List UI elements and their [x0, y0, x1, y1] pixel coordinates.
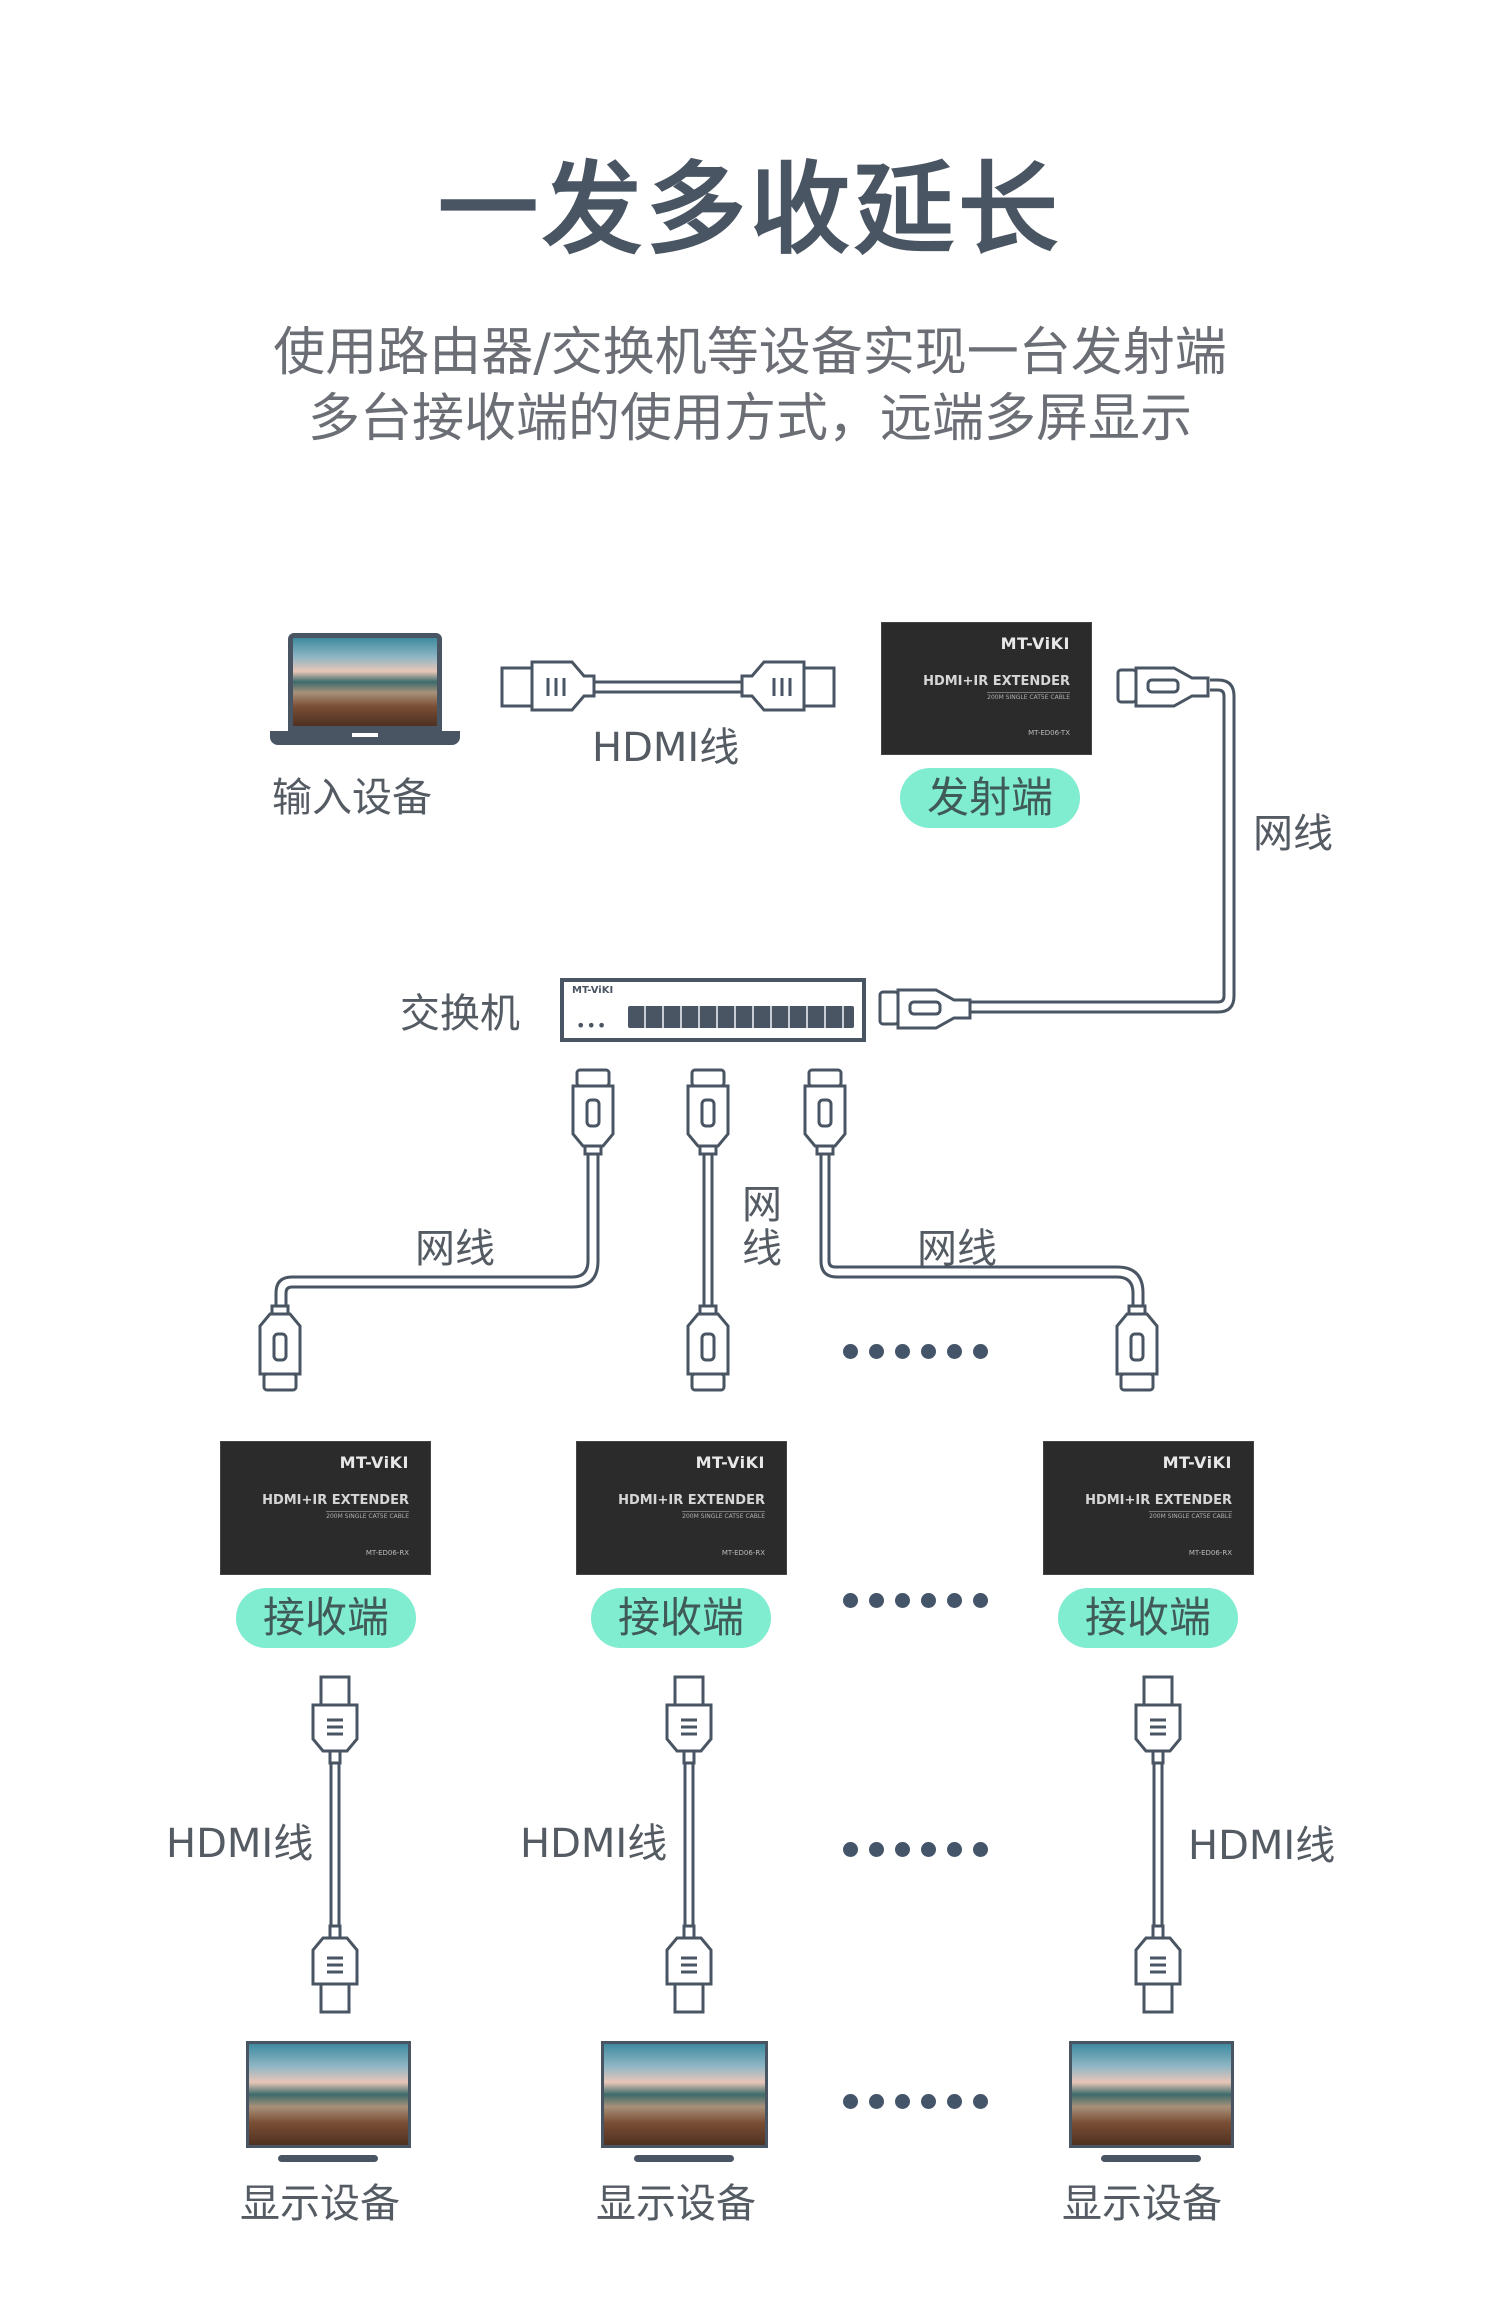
ellipsis-icon [843, 2094, 988, 2109]
device-product: HDMI+IR EXTENDER [262, 1493, 409, 1508]
receiver-device-1: MT-ViKI HDMI+IR EXTENDER 200M SINGLE CAT… [220, 1441, 431, 1575]
monitor-screen [246, 2041, 411, 2148]
receiver-badge-2: 接收端 [591, 1588, 771, 1648]
laptop-trackpad [352, 733, 378, 737]
laptop-base [270, 731, 460, 745]
output-hdmi-cables [311, 1675, 1182, 2014]
switch-device: MT-ViKI ••• [560, 978, 866, 1042]
monitor-icon [246, 2041, 411, 2163]
transmitter-device: MT-ViKI HDMI+IR EXTENDER 200M SINGLE CAT… [881, 622, 1092, 755]
device-sku: MT-ED06-RX [1188, 1549, 1232, 1557]
device-spec: 200M SINGLE CAT5E CABLE [1149, 1511, 1232, 1520]
receiver-badge-3: 接收端 [1058, 1588, 1238, 1648]
switch-brand: MT-ViKI [572, 985, 614, 996]
laptop-icon [270, 633, 460, 755]
top-cable-label: HDMI线 [592, 725, 740, 771]
output-cable-label-1: HDMI线 [166, 1821, 314, 1867]
device-brand: MT-ViKI [1162, 1453, 1232, 1472]
switch-ports [628, 1006, 854, 1028]
receiver-device-3: MT-ViKI HDMI+IR EXTENDER 200M SINGLE CAT… [1043, 1441, 1254, 1575]
device-sku: MT-ED06-RX [365, 1549, 409, 1557]
downlink-cable-label-3: 网线 [917, 1226, 997, 1272]
display-label-3: 显示设备 [1062, 2181, 1222, 2227]
ellipsis-icon [843, 1344, 988, 1359]
uplink-cable-label: 网线 [1253, 811, 1333, 857]
ethernet-cable-icon [878, 666, 1236, 1030]
monitor-screen [601, 2041, 768, 2148]
device-product: HDMI+IR EXTENDER [923, 674, 1070, 689]
device-spec: 200M SINGLE CAT5E CABLE [682, 1511, 765, 1520]
source-label: 输入设备 [272, 775, 432, 821]
device-spec: 200M SINGLE CAT5E CABLE [326, 1511, 409, 1520]
device-sku: MT-ED06-TX [1028, 729, 1070, 737]
monitor-icon [1069, 2041, 1234, 2163]
device-product: HDMI+IR EXTENDER [618, 1493, 765, 1508]
subtitle-line-2: 多台接收端的使用方式，远端多屏显示 [307, 389, 1192, 449]
subtitle-line-1: 使用路由器/交换机等设备实现一台发射端 [273, 323, 1227, 383]
device-brand: MT-ViKI [1000, 634, 1070, 653]
device-spec: 200M SINGLE CAT5E CABLE [987, 692, 1070, 701]
display-label-1: 显示设备 [240, 2181, 400, 2227]
receiver-badge-1: 接收端 [236, 1588, 416, 1648]
monitor-stand [634, 2155, 734, 2162]
downlink-cable-label-1: 网线 [415, 1226, 495, 1272]
ellipsis-icon [843, 1842, 988, 1857]
downlink-cables [274, 1153, 1145, 1313]
hdmi-cable-icon [500, 660, 836, 712]
switch-label: 交换机 [400, 991, 520, 1037]
monitor-stand [278, 2155, 378, 2162]
downlink-cable-label-2: 网线 [742, 1182, 782, 1272]
switch-leds: ••• [576, 1016, 608, 1035]
rj45-plugs [258, 1068, 1159, 1392]
page-title: 一发多收延长 [438, 151, 1062, 268]
ellipsis-icon [843, 1593, 988, 1608]
display-label-2: 显示设备 [596, 2181, 756, 2227]
transmitter-badge: 发射端 [900, 768, 1080, 828]
device-brand: MT-ViKI [695, 1453, 765, 1472]
monitor-icon [601, 2041, 768, 2163]
laptop-screen [288, 633, 442, 731]
receiver-device-2: MT-ViKI HDMI+IR EXTENDER 200M SINGLE CAT… [576, 1441, 787, 1575]
output-cable-label-3: HDMI线 [1188, 1823, 1336, 1869]
device-brand: MT-ViKI [339, 1453, 409, 1472]
output-cable-label-2: HDMI线 [520, 1821, 668, 1867]
monitor-screen [1069, 2041, 1234, 2148]
monitor-stand [1101, 2155, 1201, 2162]
device-sku: MT-ED06-RX [721, 1549, 765, 1557]
device-product: HDMI+IR EXTENDER [1085, 1493, 1232, 1508]
